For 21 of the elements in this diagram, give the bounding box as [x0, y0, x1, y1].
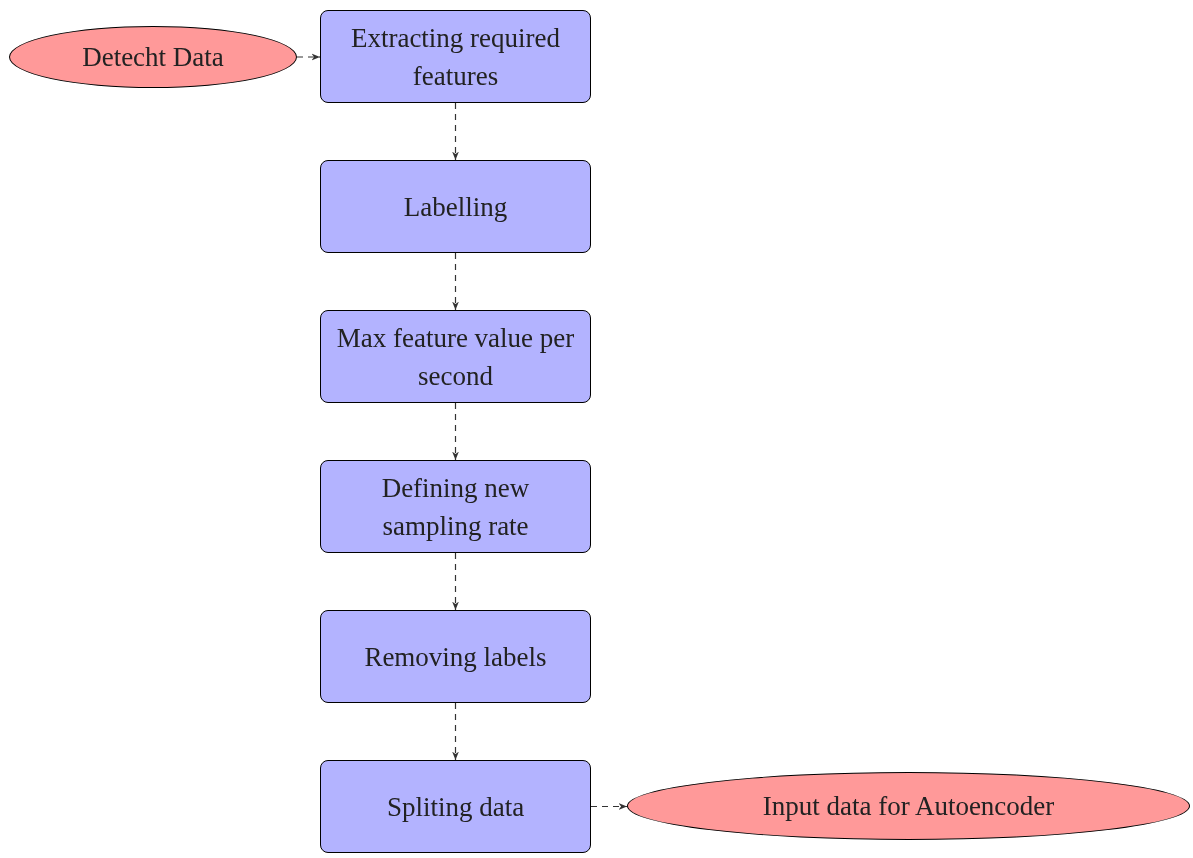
- dashed-arrow: [452, 252, 459, 311]
- node-text: Extracting required features: [349, 21, 562, 93]
- node-text: Labelling: [403, 190, 508, 224]
- dashed-arrow: [452, 552, 459, 611]
- process-box: [320, 760, 591, 853]
- node-text: Removing labels: [364, 640, 547, 674]
- process-box: [320, 610, 591, 703]
- process-box: [320, 10, 591, 103]
- node-text: Defining new sampling rate: [380, 471, 531, 543]
- node-text: Input data for Autoencoder: [762, 790, 1055, 823]
- dashed-arrow: [452, 402, 459, 461]
- process-box: [320, 460, 591, 553]
- dashed-arrow: [452, 102, 459, 161]
- process-box: [320, 160, 591, 253]
- process-box: [320, 310, 591, 403]
- dashed-arrow: [590, 803, 628, 810]
- dashed-arrow: [296, 53, 321, 61]
- node-text: Detecht Data: [82, 41, 224, 74]
- node-text: Max feature value per second: [335, 321, 576, 393]
- node-text: Spliting data: [386, 790, 525, 824]
- dashed-arrow: [452, 702, 459, 761]
